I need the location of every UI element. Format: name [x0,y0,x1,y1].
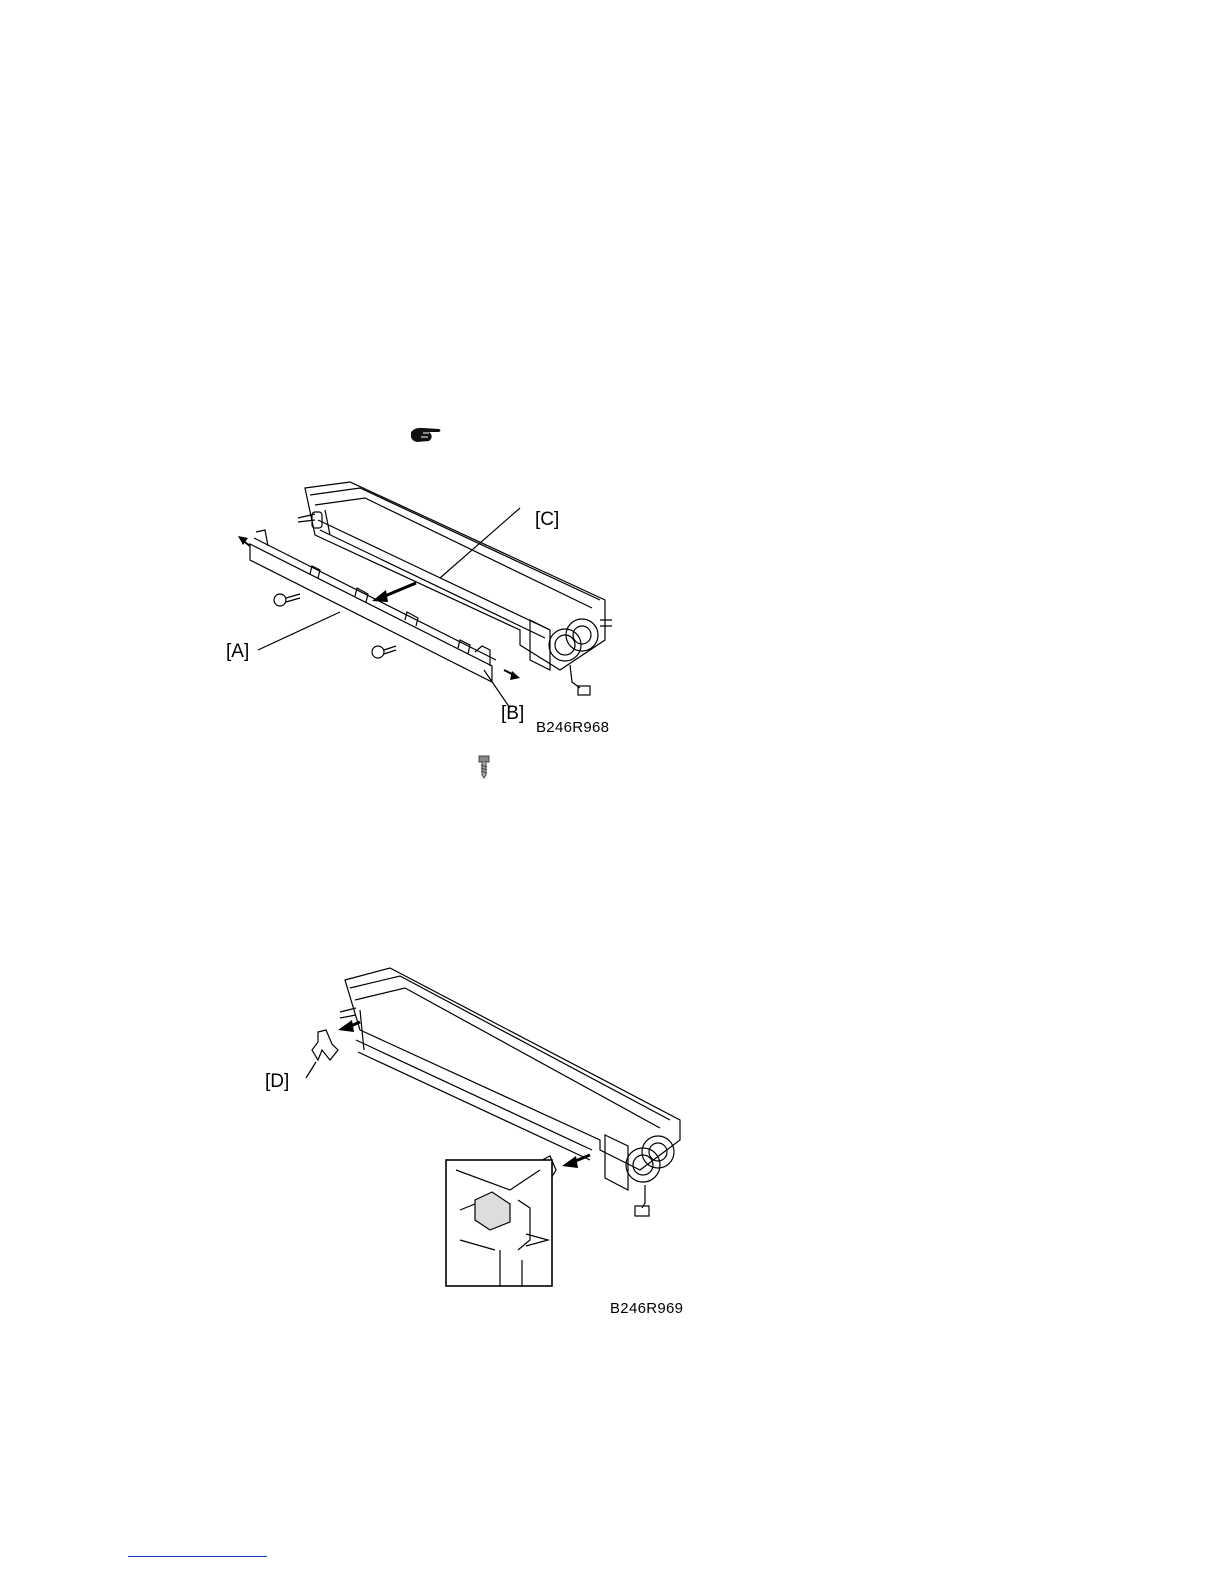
figure-1-drawing [220,470,620,720]
callout-label-a: [A] [226,642,249,661]
callout-label-b: [B] [501,704,524,723]
callout-label-d: [D] [265,1072,289,1091]
figure-code: B246R969 [610,1301,683,1316]
pointing-hand-icon [409,424,443,444]
screw-icon [476,755,492,779]
callout-label-c: [C] [535,510,559,529]
figure-code: B246R968 [536,720,609,735]
footer-link-underline [128,1556,267,1557]
figure-2-drawing [260,960,700,1300]
